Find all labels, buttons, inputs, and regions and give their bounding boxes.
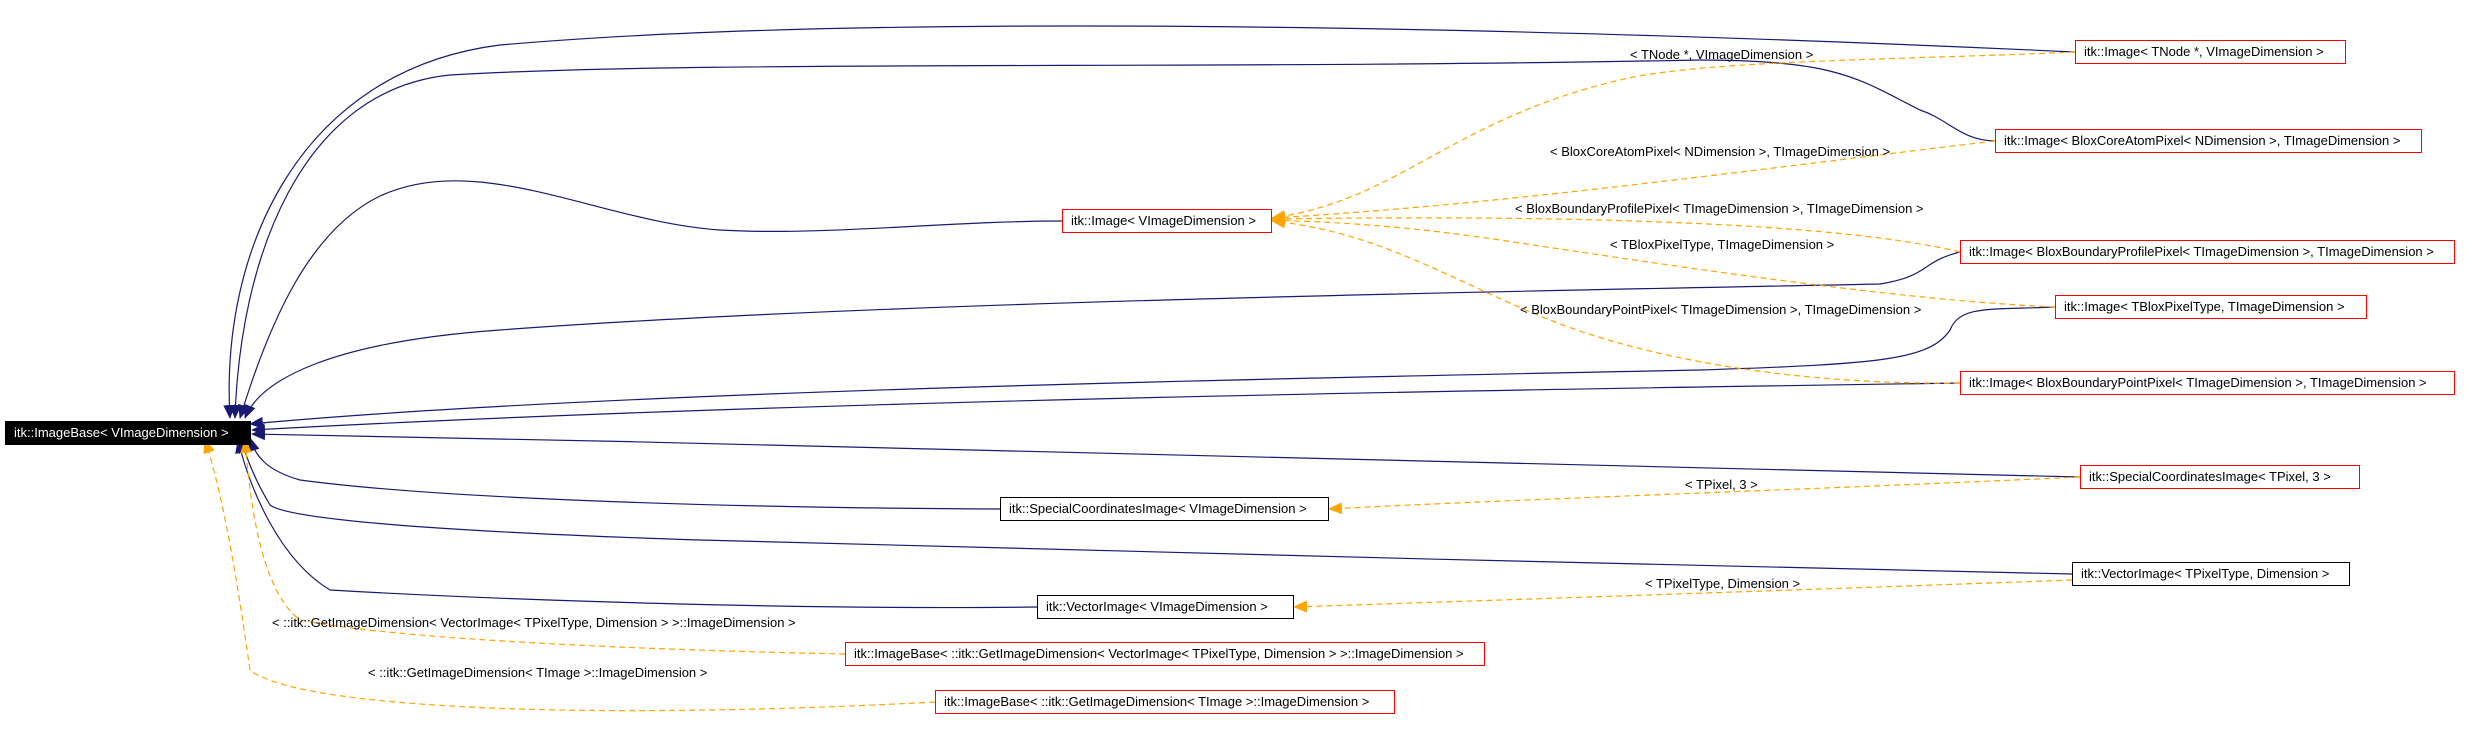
edge-label-bloxboundarypointpixel: < BloxBoundaryPointPixel< TImageDimensio…: [1520, 302, 1922, 317]
node-specialcoordinatesimage-tpixel-3[interactable]: itk::SpecialCoordinatesImage< TPixel, 3 …: [2080, 465, 2360, 489]
template-edge-special-coords: [1328, 476, 2081, 515]
node-imagebase-getimagedimension-timage[interactable]: itk::ImageBase< ::itk::GetImageDimension…: [935, 690, 1395, 714]
template-edge-vector-image: [1293, 579, 2073, 613]
template-edge-tblox: [1271, 214, 2056, 308]
edge-label-getimagedimension-timage: < ::itk::GetImageDimension< TImage >::Im…: [368, 665, 708, 680]
node-image-vimagedimension[interactable]: itk::Image< VImageDimension >: [1062, 209, 1272, 233]
node-image-tbloxpixeltype[interactable]: itk::Image< TBloxPixelType, TImageDimens…: [2055, 295, 2367, 319]
inherit-edge-vector-image-tpixel: [238, 439, 2073, 575]
edge-label-tnode: < TNode *, VImageDimension >: [1630, 47, 1814, 62]
node-image-bloxboundaryprofilepixel[interactable]: itk::Image< BloxBoundaryProfilePixel< TI…: [1960, 240, 2455, 264]
node-specialcoordinatesimage-vimagedimension[interactable]: itk::SpecialCoordinatesImage< VImageDime…: [1000, 497, 1329, 521]
template-edge-blox-profile: [1271, 212, 1961, 253]
inherit-edge-image-blox-profile: [244, 251, 1961, 419]
inherit-edge-special-coords-3: [251, 428, 2081, 478]
node-vectorimage-tpixeltype-dimension[interactable]: itk::VectorImage< TPixelType, Dimension …: [2072, 562, 2350, 586]
node-imagebase-getimagedimension-vectorimage[interactable]: itk::ImageBase< ::itk::GetImageDimension…: [845, 642, 1485, 666]
edge-label-tpixeltype-dimension: < TPixelType, Dimension >: [1645, 576, 1801, 591]
inherit-edge-image-blox-point: [251, 382, 1961, 436]
inherit-edge-image-blox-core: [229, 59, 1996, 419]
edge-label-getimagedimension-vectorimage: < ::itk::GetImageDimension< VectorImage<…: [272, 615, 796, 630]
template-edge-imagebase-vector: [240, 439, 846, 655]
node-image-tnode[interactable]: itk::Image< TNode *, VImageDimension >: [2075, 40, 2346, 64]
template-edge-tnode: [1271, 51, 2076, 223]
template-edge-blox-point: [1271, 216, 1961, 384]
node-image-bloxcoreatompixel[interactable]: itk::Image< BloxCoreAtomPixel< NDimensio…: [1995, 129, 2422, 153]
inherit-edge-image-tnode: [223, 25, 2076, 419]
template-edge-imagebase-timage: [203, 439, 936, 712]
inherit-edge-image-vdim: [238, 180, 1063, 419]
edge-label-tbloxpixeltype: < TBloxPixelType, TImageDimension >: [1610, 237, 1835, 252]
edge-label-bloxboundaryprofilepixel: < BloxBoundaryProfilePixel< TImageDimens…: [1515, 201, 1924, 216]
template-edge-blox-core: [1271, 140, 1996, 224]
inherit-edge-special-coords-vdim: [247, 437, 1001, 510]
node-imagebase-vimagedimension: itk::ImageBase< VImageDimension >: [5, 421, 251, 445]
inherit-edge-image-tblox: [249, 306, 2056, 429]
inherit-edge-vector-image-vdim: [235, 439, 1038, 609]
node-image-bloxboundarypointpixel[interactable]: itk::Image< BloxBoundaryPointPixel< TIma…: [1960, 371, 2455, 395]
edge-label-tpixel-3: < TPixel, 3 >: [1685, 477, 1758, 492]
edge-label-bloxcoreatompixel: < BloxCoreAtomPixel< NDimension >, TImag…: [1550, 144, 1891, 159]
node-vectorimage-vimagedimension[interactable]: itk::VectorImage< VImageDimension >: [1037, 595, 1294, 619]
